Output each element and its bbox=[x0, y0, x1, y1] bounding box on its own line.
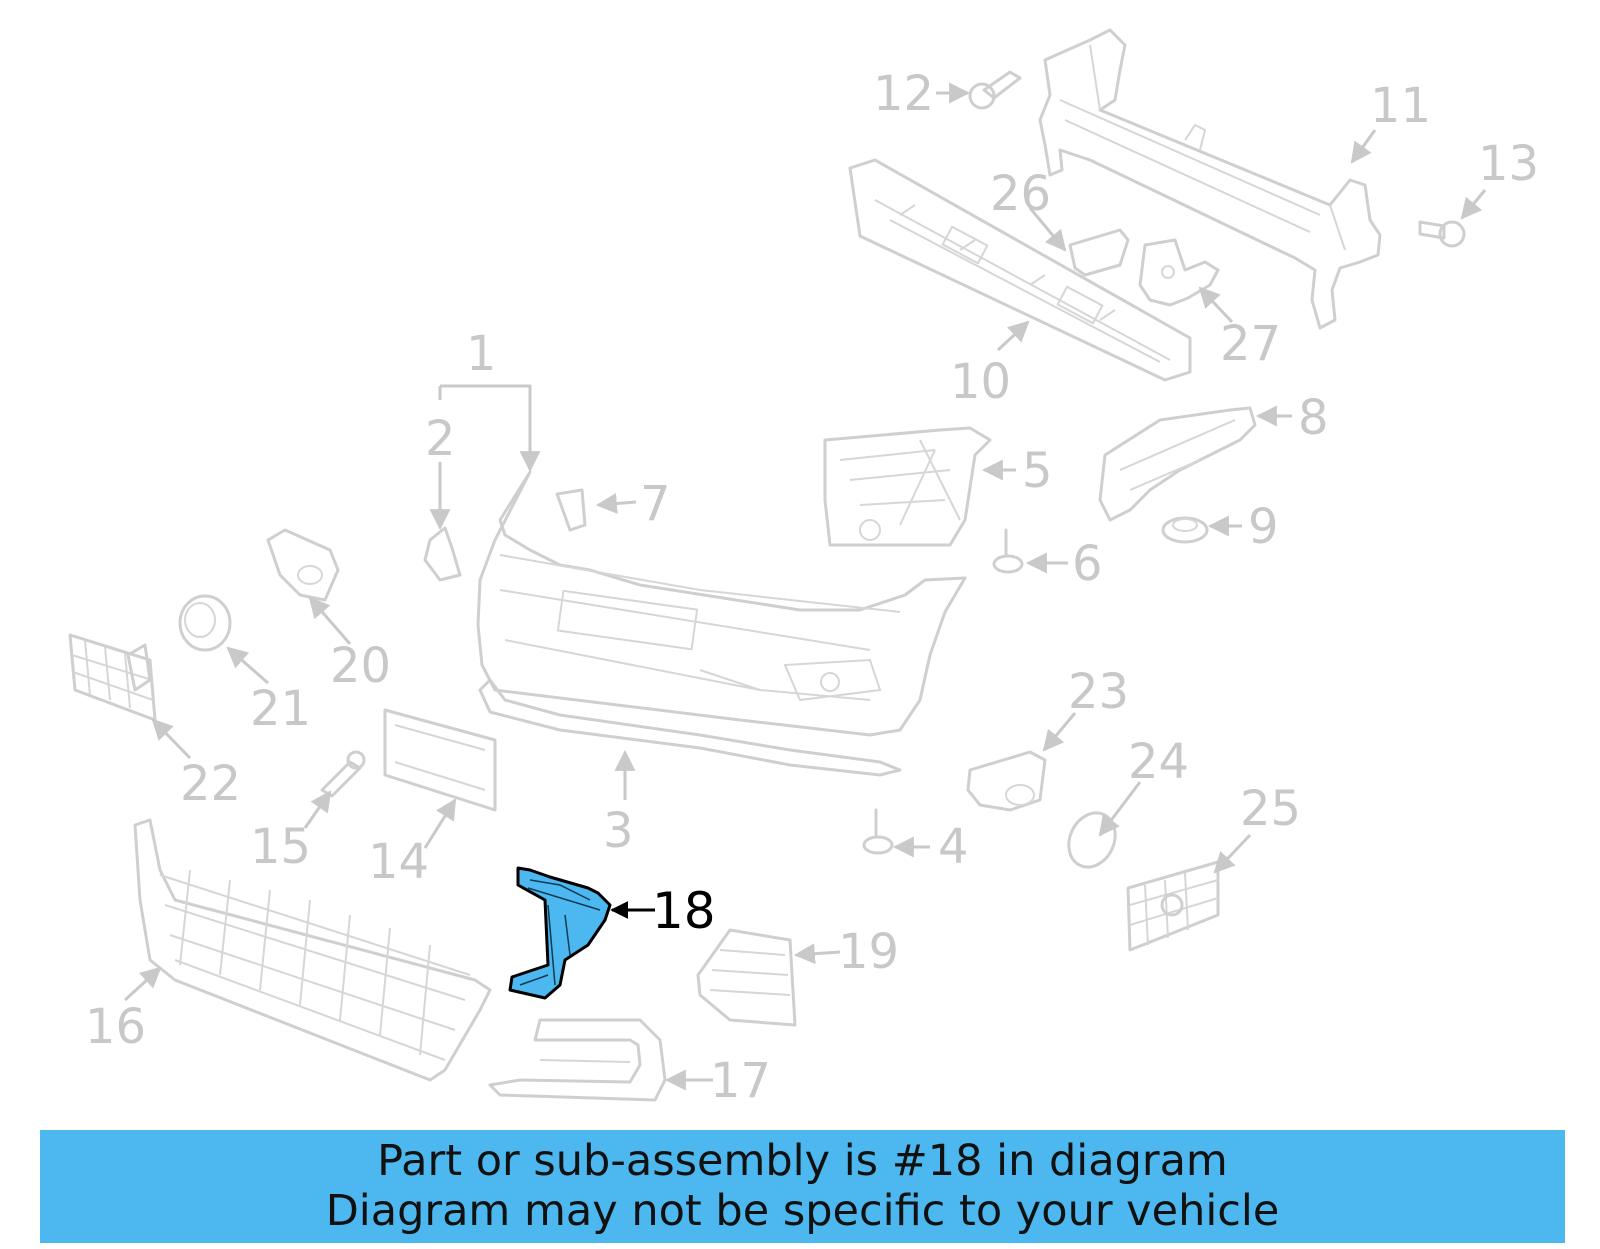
callout-1: 1 bbox=[466, 326, 497, 382]
part-12-bolt bbox=[968, 70, 1022, 110]
part-18-highlighted-bracket bbox=[508, 866, 612, 1000]
callout-19: 19 bbox=[838, 924, 899, 980]
callout-14: 14 bbox=[368, 834, 429, 890]
callout-7: 7 bbox=[640, 476, 671, 532]
part-15-clip bbox=[320, 750, 366, 798]
part-21-sensor-ring bbox=[178, 594, 232, 652]
callout-18-highlighted: 18 bbox=[652, 882, 716, 940]
part-10-energy-absorber bbox=[848, 158, 1192, 382]
part-20-sensor bbox=[266, 528, 340, 602]
callout-27: 27 bbox=[1220, 316, 1281, 372]
leader-lines bbox=[123, 82, 1487, 1091]
callout-20: 20 bbox=[330, 638, 391, 694]
banner-line-disclaimer: Diagram may not be specific to your vehi… bbox=[325, 1186, 1280, 1236]
callout-11: 11 bbox=[1370, 78, 1431, 134]
callout-21: 21 bbox=[250, 681, 311, 737]
callout-23: 23 bbox=[1068, 664, 1129, 720]
part-1-bumper-cover bbox=[476, 470, 967, 737]
part-11-bumper-reinforcement bbox=[1038, 28, 1382, 330]
callout-5: 5 bbox=[1022, 443, 1053, 499]
banner-line-part-info: Part or sub-assembly is #18 in diagram bbox=[377, 1136, 1228, 1186]
callout-12: 12 bbox=[873, 66, 934, 122]
part-16-grille bbox=[133, 818, 492, 1082]
callout-17: 17 bbox=[710, 1053, 771, 1109]
callout-26: 26 bbox=[990, 166, 1051, 222]
part-17-lower-trim bbox=[488, 1018, 667, 1102]
part-5-bracket bbox=[823, 426, 992, 547]
part-4-screw bbox=[862, 808, 894, 855]
callout-2: 2 bbox=[425, 411, 456, 467]
part-3-lower-spoiler bbox=[478, 678, 902, 777]
callout-6: 6 bbox=[1072, 536, 1103, 592]
callout-13: 13 bbox=[1478, 136, 1539, 192]
callout-10: 10 bbox=[950, 354, 1011, 410]
callout-25: 25 bbox=[1240, 781, 1301, 837]
part-7-clip bbox=[555, 488, 587, 532]
part-2-cap bbox=[423, 526, 462, 582]
part-23-sensor bbox=[966, 750, 1047, 812]
callout-16: 16 bbox=[85, 999, 146, 1055]
info-banner: Part or sub-assembly is #18 in diagram D… bbox=[40, 1130, 1565, 1243]
part-19-fog-trim bbox=[696, 928, 797, 1027]
part-22-sensor-bracket bbox=[68, 633, 157, 722]
part-27-bracket bbox=[1138, 238, 1220, 307]
part-25-sensor-bracket bbox=[1126, 860, 1220, 952]
callout-24: 24 bbox=[1128, 734, 1189, 790]
callout-4: 4 bbox=[938, 819, 969, 875]
callout-15: 15 bbox=[250, 819, 311, 875]
callout-labels: 1 2 3 4 5 6 7 8 9 10 11 12 13 14 15 16 1… bbox=[85, 66, 1539, 1109]
callout-8: 8 bbox=[1298, 390, 1329, 446]
part-14-license-bracket bbox=[383, 708, 497, 812]
part-26-clip bbox=[1068, 228, 1130, 277]
part-8-side-bracket bbox=[1098, 406, 1257, 522]
callout-9: 9 bbox=[1248, 499, 1279, 555]
part-13-bolt bbox=[1418, 220, 1466, 248]
callout-3: 3 bbox=[603, 803, 634, 859]
part-6-screw bbox=[992, 528, 1024, 574]
part-9-clip bbox=[1161, 516, 1209, 544]
callout-22: 22 bbox=[180, 756, 241, 812]
